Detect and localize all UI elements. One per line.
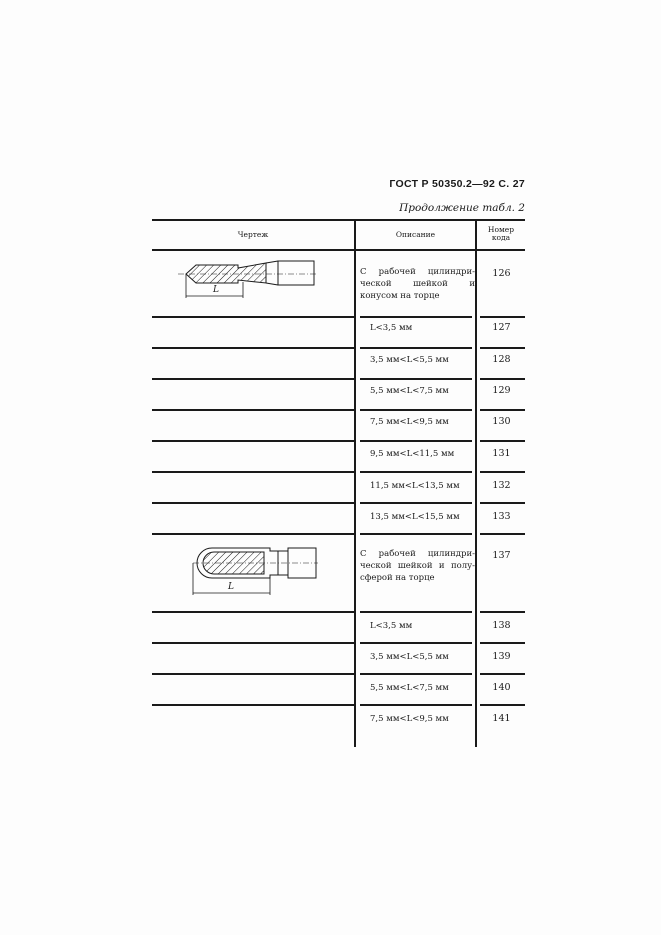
row-divider: [152, 704, 354, 706]
row-divider: [152, 347, 354, 349]
code-cell: 127: [492, 322, 511, 333]
code-cell: 133: [492, 511, 511, 522]
description-cell: 3,5 мм<L<5,5 мм: [370, 652, 449, 662]
row-divider: [152, 642, 354, 644]
code-cell: 141: [492, 713, 511, 724]
column-divider-2: [475, 219, 477, 747]
row-divider: [360, 611, 472, 613]
code-cell: 130: [492, 416, 511, 427]
row-divider: [152, 378, 354, 380]
description-cell: 7,5 мм<L<9,5 мм: [370, 417, 449, 427]
svg-text:L: L: [227, 582, 234, 592]
code-cell: 137: [492, 550, 511, 561]
description-cell: 5,5 мм<L<7,5 мм: [370, 683, 449, 693]
code-cell: 129: [492, 385, 511, 396]
description-cell: 9,5 мм<L<11,5 мм: [370, 449, 455, 459]
code-cell: 131: [492, 448, 511, 459]
row-divider: [480, 502, 525, 504]
svg-text:L: L: [212, 285, 219, 295]
row-divider: [152, 409, 354, 411]
table-header-border: [152, 249, 525, 251]
code-cell: 138: [492, 620, 511, 631]
row-divider: [360, 440, 472, 442]
group-divider: [152, 533, 354, 535]
row-divider: [360, 378, 472, 380]
table-continuation-label: Продолжение табл. 2: [399, 202, 525, 214]
code-cell: 128: [492, 354, 511, 365]
column-header-drawing: Чертеж: [237, 230, 269, 239]
row-divider: [152, 316, 354, 318]
cylindrical-neck-cone-end-drawing: L: [178, 260, 318, 298]
row-divider: [152, 611, 354, 613]
cylindrical-neck-hemisphere-end-drawing: L: [192, 547, 318, 595]
description-cell: 13,5 мм<L<15,5 мм: [370, 512, 460, 522]
description-cell: С рабочей цилиндри-ческой шейкой и полу-…: [360, 549, 475, 583]
row-divider: [480, 378, 525, 380]
code-cell: 139: [492, 651, 511, 662]
row-divider: [480, 347, 525, 349]
standard-number: ГОСТ Р 50350.2—92 С. 27: [389, 178, 525, 190]
group-divider: [360, 533, 472, 535]
row-divider: [360, 642, 472, 644]
row-divider: [480, 471, 525, 473]
description-cell: С рабочей цилиндри-ческой шейкой и конус…: [360, 267, 475, 301]
row-divider: [360, 673, 472, 675]
row-divider: [360, 502, 472, 504]
row-divider: [152, 440, 354, 442]
code-cell: 132: [492, 480, 511, 491]
description-cell: 7,5 мм<L<9,5 мм: [370, 714, 449, 724]
column-header-description: Описание: [395, 230, 436, 239]
code-cell: 140: [492, 682, 511, 693]
row-divider: [480, 611, 525, 613]
description-cell: 5,5 мм<L<7,5 мм: [370, 386, 449, 396]
row-divider: [360, 316, 472, 318]
description-cell: L<3,5 мм: [370, 323, 413, 333]
description-cell: L<3,5 мм: [370, 621, 413, 631]
group-divider: [480, 533, 525, 535]
row-divider: [360, 471, 472, 473]
code-cell: 126: [492, 268, 511, 279]
row-divider: [360, 409, 472, 411]
table-top-border: [152, 219, 525, 221]
row-divider: [152, 502, 354, 504]
row-divider: [480, 673, 525, 675]
description-cell: 3,5 мм<L<5,5 мм: [370, 355, 449, 365]
description-cell: 11,5 мм<L<13,5 мм: [370, 481, 460, 491]
row-divider: [360, 704, 472, 706]
row-divider: [480, 704, 525, 706]
row-divider: [480, 316, 525, 318]
row-divider: [360, 347, 472, 349]
row-divider: [480, 642, 525, 644]
column-divider-1: [354, 219, 356, 747]
row-divider: [480, 440, 525, 442]
row-divider: [480, 409, 525, 411]
column-header-code: Номер кода: [487, 225, 515, 242]
row-divider: [152, 673, 354, 675]
row-divider: [152, 471, 354, 473]
